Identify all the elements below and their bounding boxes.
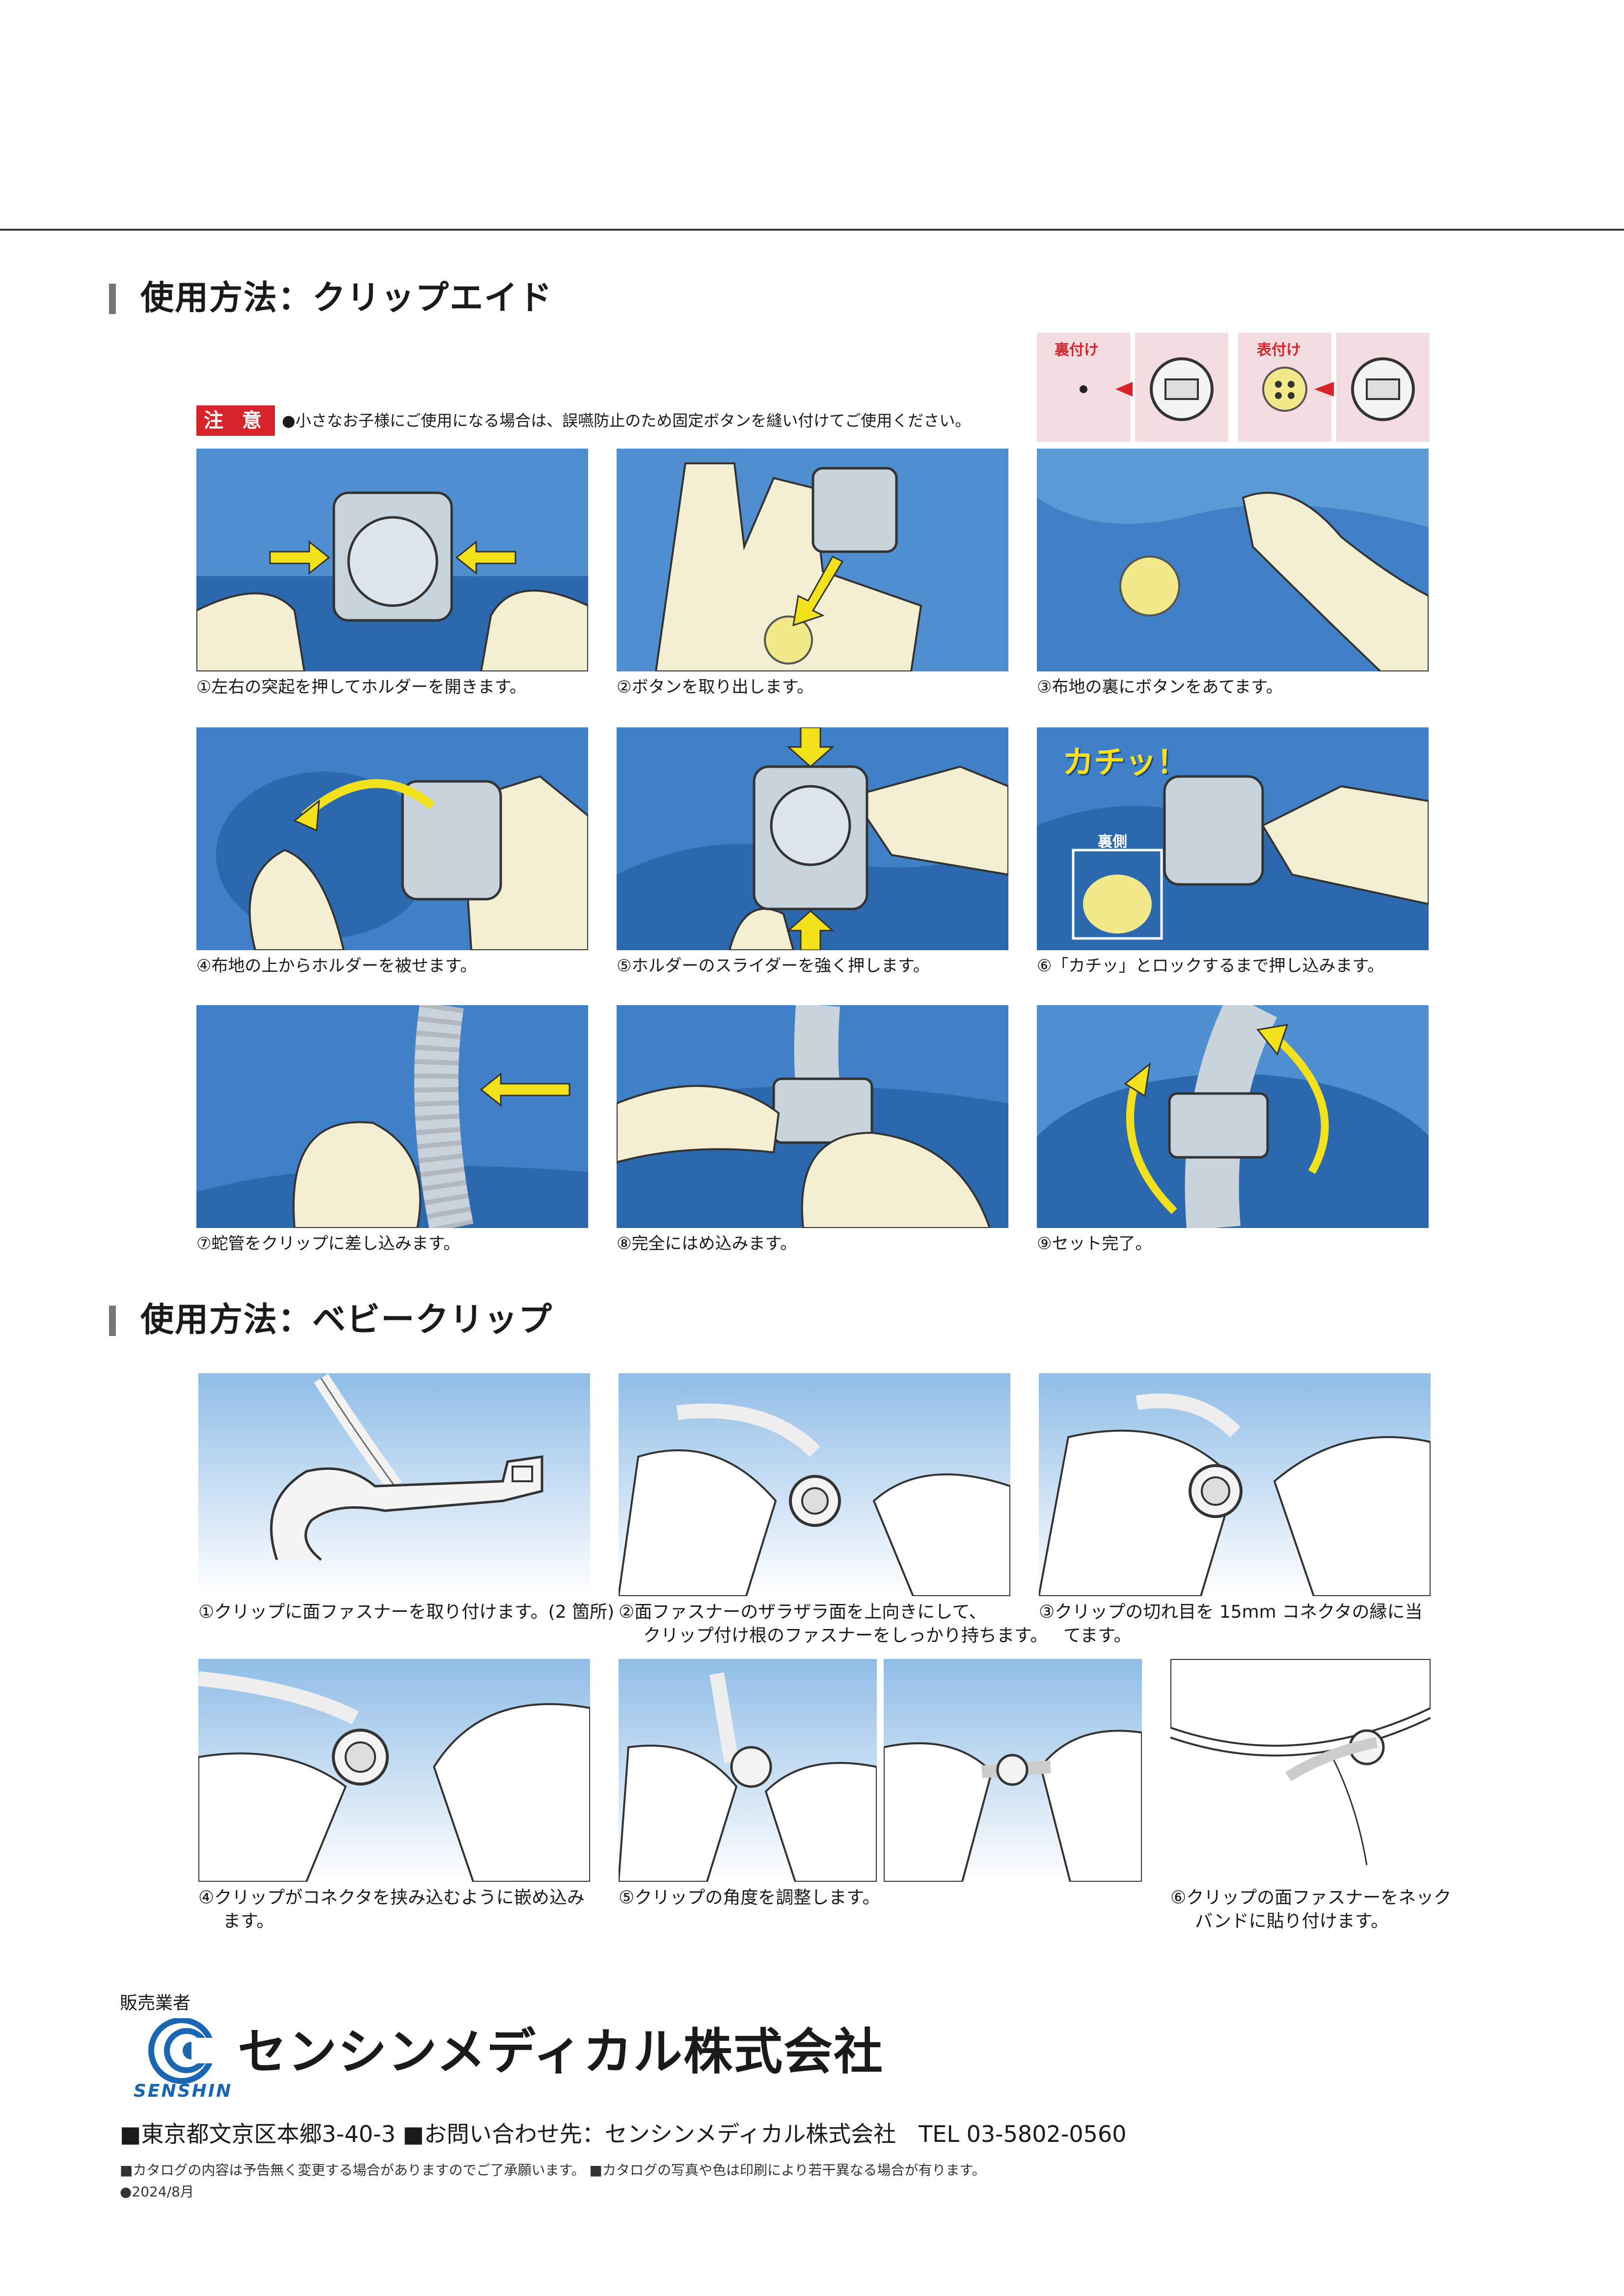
clip-aid-step-image-7 [196, 1005, 588, 1228]
clip-aid-step-caption-9: ⑨セット完了。 [1037, 1234, 1152, 1254]
clip-aid-step-caption-3: ③布地の裏にボタンをあてます。 [1037, 677, 1283, 697]
clip-aid-step-image-8 [617, 1005, 1008, 1228]
clip-aid-step-image-9 [1037, 1005, 1429, 1228]
baby-clip-step-image-4 [198, 1659, 590, 1882]
clip-aid-step-caption-4: ④布地の上からホルダーを被せます。 [196, 956, 477, 976]
seller-label: 販売業者 [120, 1993, 191, 2013]
baby-clip-step-caption-1a: ①クリップに面ファスナーを取り付けます。(2 箇所) [198, 1602, 615, 1622]
section-marker [109, 284, 116, 314]
clip-aid-step-image-5 [617, 727, 1008, 950]
badge-front-label: 表付け [1257, 342, 1301, 359]
company-logo [133, 2017, 231, 2092]
company-address: ■東京都文京区本郷3-40-3 ■お問い合わせ先：センシンメディカル株式会社 T… [120, 2121, 1127, 2147]
caution-tag: 注 意 [196, 405, 275, 436]
baby-clip-step-caption-3b: てます。 [1063, 1626, 1132, 1646]
clip-aid-step-image-1 [196, 449, 588, 671]
caution-text: ●小さなお子様にご使用になる場合は、誤嚥防止のため固定ボタンを縫い付けてご使用く… [282, 411, 971, 430]
logo-text: SENSHIN [134, 2081, 233, 2101]
baby-clip-step-image-6 [1170, 1659, 1431, 1882]
inset-label: 裏側 [1098, 833, 1127, 851]
section-marker [109, 1306, 116, 1336]
clip-aid-step-image-6 [1037, 727, 1429, 950]
catalog-date: ●2024/8月 [120, 2184, 194, 2200]
clip-aid-step-caption-1: ①左右の突起を押してホルダーを開きます。 [196, 677, 527, 697]
baby-clip-step-caption-6b: バンドに貼り付けます。 [1195, 1911, 1389, 1931]
clip-aid-step-image-4 [196, 727, 588, 950]
clip-aid-step-caption-5: ⑤ホルダーのスライダーを強く押します。 [617, 956, 930, 976]
clip-aid-step-caption-2: ②ボタンを取り出します。 [617, 677, 814, 697]
clip-aid-step-caption-7: ⑦蛇管をクリップに差し込みます。 [196, 1234, 460, 1254]
clip-aid-step-image-2 [617, 449, 1008, 671]
top-divider [0, 229, 1624, 231]
baby-clip-step-caption-2b: クリップ付け根のファスナーをしっかり持ちます。 [643, 1626, 1048, 1646]
badge-back-label: 裏付け [1055, 342, 1099, 359]
baby-clip-step-caption-5a: ⑤クリップの角度を調整します。 [619, 1888, 880, 1908]
clip-aid-step-caption-8: ⑧完全にはめ込みます。 [617, 1234, 797, 1254]
baby-clip-step-caption-4b: ます。 [223, 1911, 274, 1931]
baby-clip-step-image-5a [619, 1659, 877, 1882]
baby-clip-step-image-3 [1039, 1373, 1431, 1596]
baby-clip-step-caption-2a: ②面ファスナーのザラザラ面を上向きにして、 [619, 1602, 987, 1622]
catalog-note: ■カタログの内容は予告無く変更する場合がありますのでご了承願います。 ■カタログ… [120, 2162, 986, 2178]
baby-clip-step-caption-3a: ③クリップの切れ目を 15mm コネクタの縁に当 [1039, 1602, 1423, 1622]
baby-clip-step-image-1 [198, 1373, 590, 1596]
click-callout: カチッ！ [1062, 745, 1188, 781]
baby-clip-step-caption-6a: ⑥クリップの面ファスナーをネック [1170, 1888, 1452, 1908]
clip-aid-step-image-3 [1037, 449, 1429, 671]
baby-clip-step-image-2 [619, 1373, 1010, 1596]
clip-aid-step-caption-6: ⑥「カチッ」とロックするまで押し込みます。 [1037, 956, 1384, 976]
baby-clip-step-image-5b [884, 1659, 1142, 1882]
clip-aid-title: 使用方法：クリップエイド [140, 279, 553, 318]
attach-badges [1037, 333, 1430, 442]
baby-clip-title: 使用方法：ベビークリップ [140, 1301, 553, 1339]
baby-clip-step-caption-4a: ④クリップがコネクタを挟み込むように嵌め込み [198, 1888, 585, 1908]
company-name: センシンメディカル株式会社 [238, 2023, 884, 2081]
